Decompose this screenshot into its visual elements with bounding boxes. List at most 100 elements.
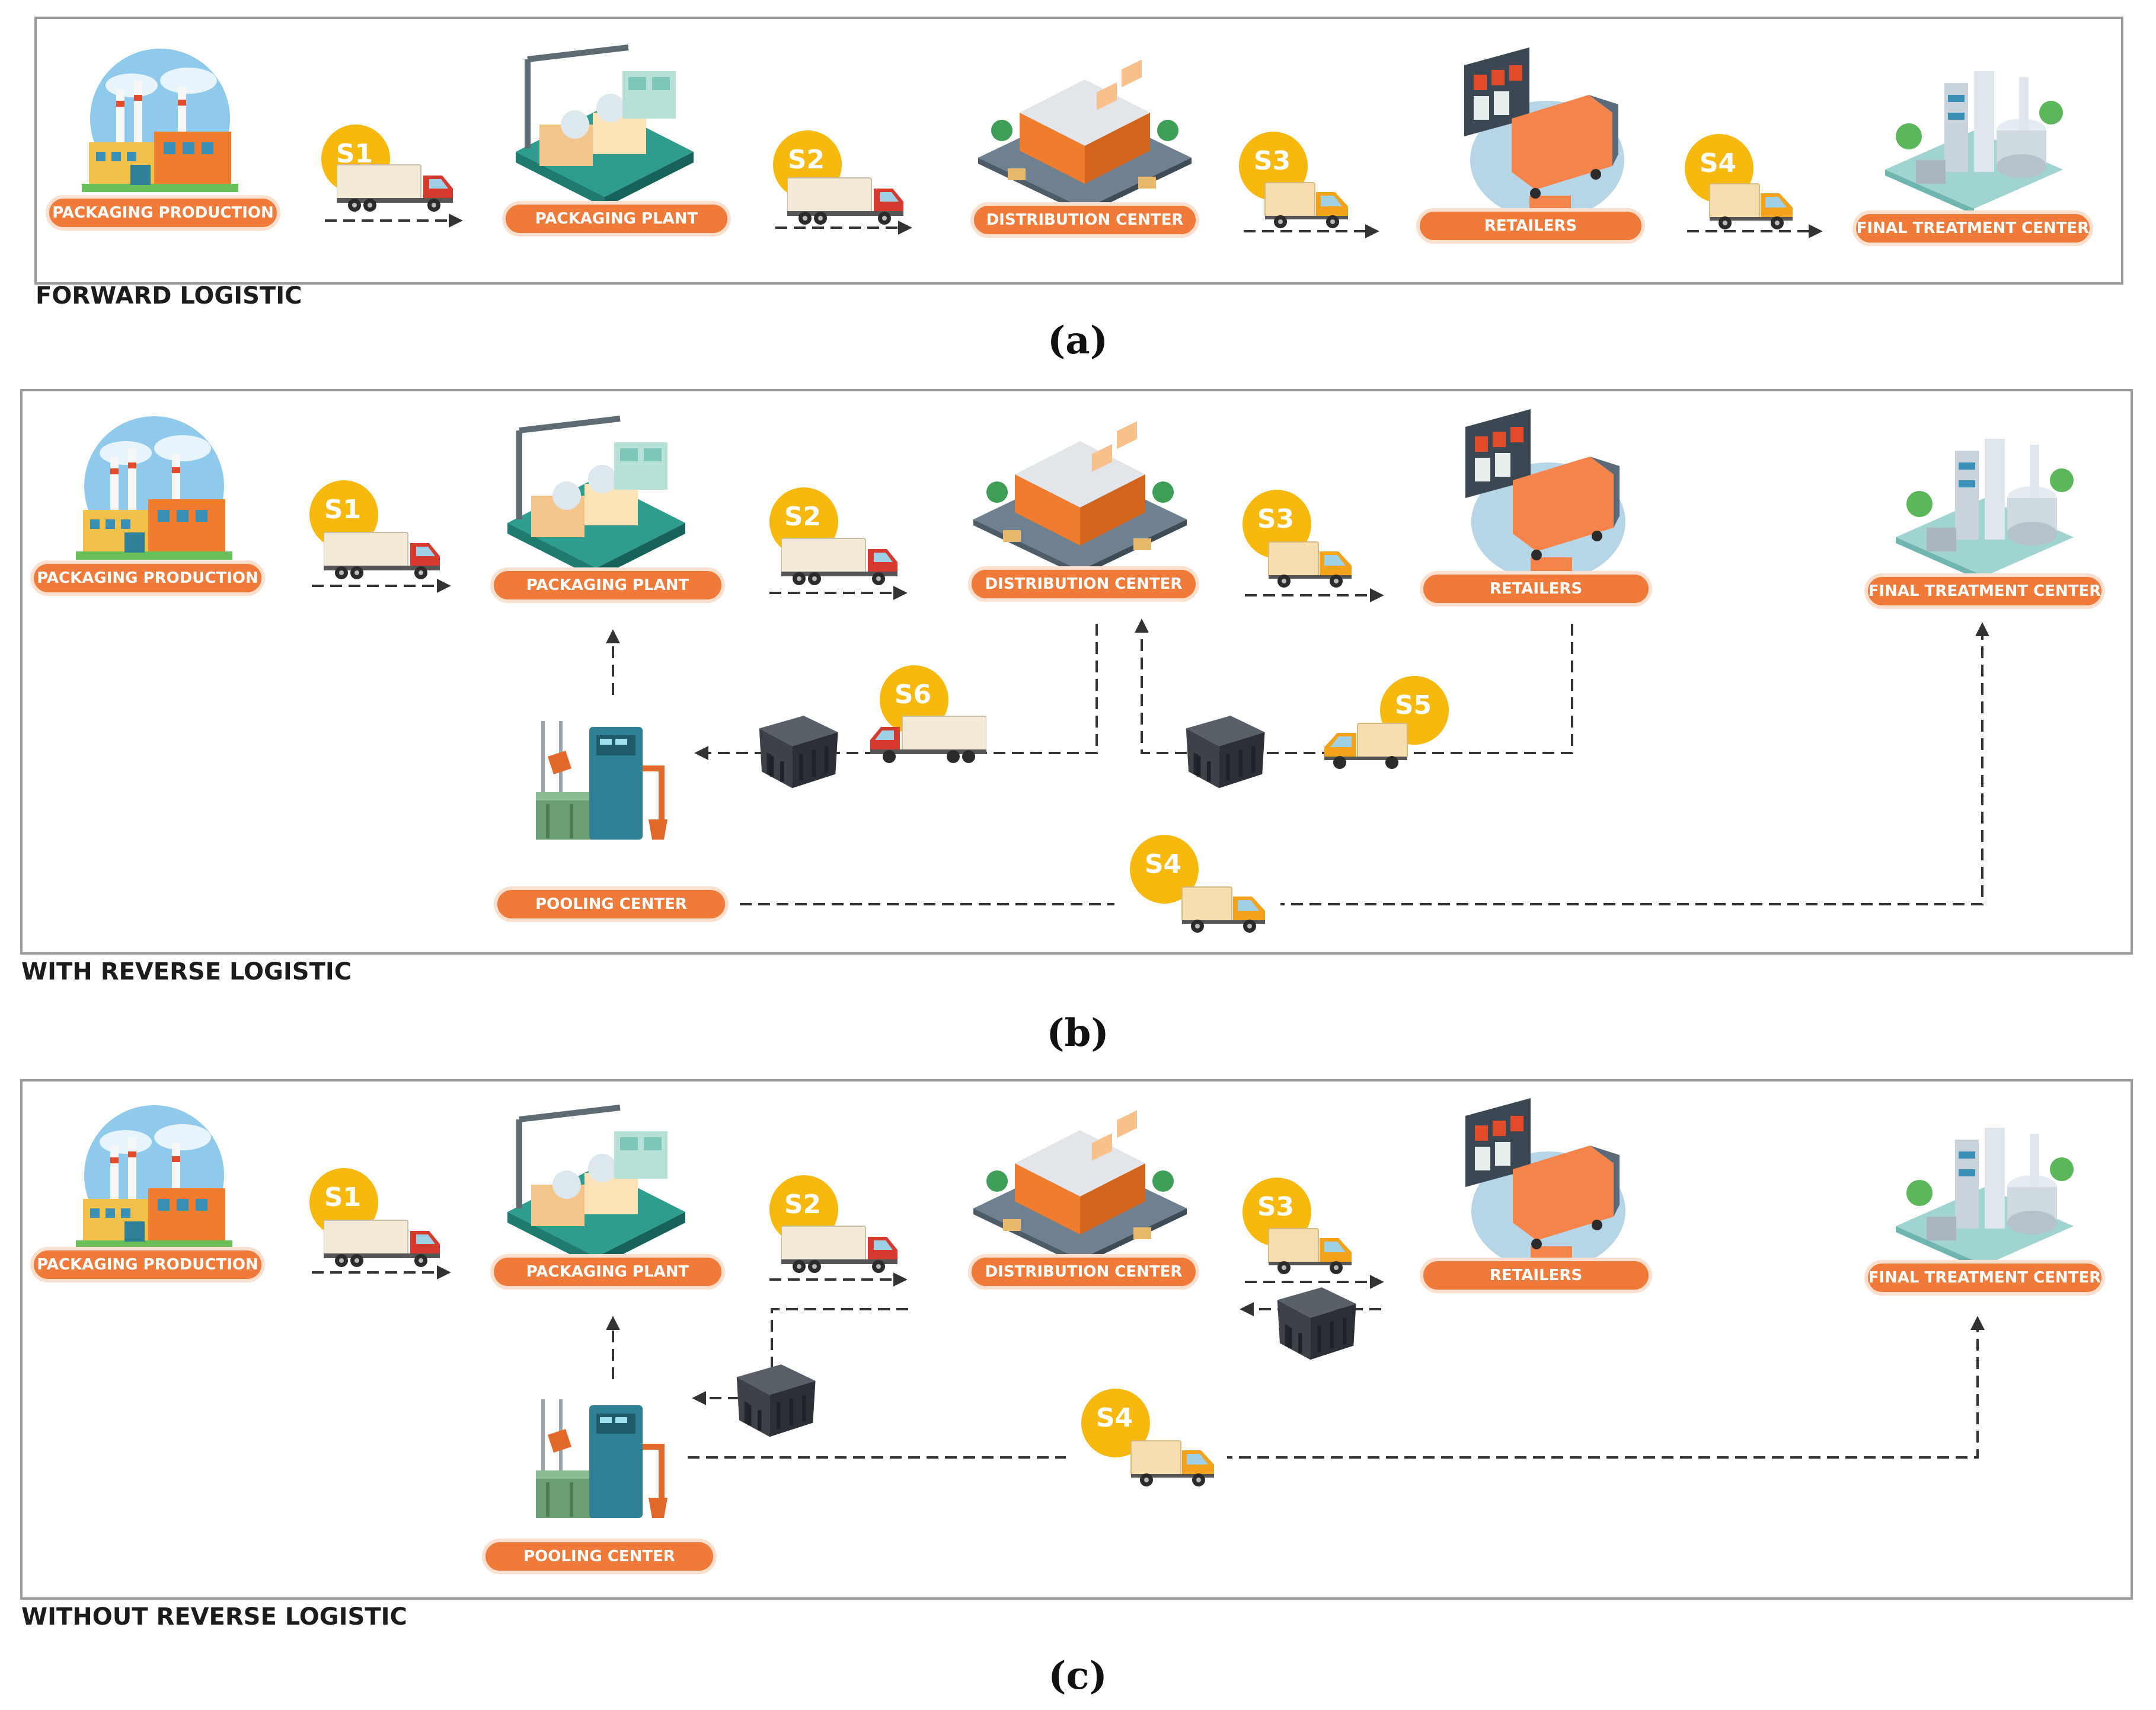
store-icon [1464,47,1624,219]
node-distribution-center: DISTRIBUTION CENTER [970,59,1199,238]
shipment-label: S3 [1257,504,1294,534]
node-label: FINAL TREATMENT CENTER [1868,1269,2101,1287]
node-distribution-center: DISTRIBUTION CENTER [968,1110,1199,1290]
factory-icon [76,416,232,560]
shipment-s2: S2 [769,487,908,600]
treatment-plant-icon [1896,439,2074,582]
shipment-label: S4 [1700,148,1736,178]
truck-icon [1709,183,1793,230]
section-title: WITH REVERSE LOGISTIC [21,958,352,985]
flow-arrow [692,1308,908,1405]
truck-icon [781,538,898,586]
warehouse-icon [973,421,1187,576]
node-final-treatment-center: FINAL TREATMENT CENTER [1864,439,2105,609]
shipment-s5: S5 [1135,618,1573,788]
crate-icon [759,716,838,788]
node-label: RETAILERS [1484,217,1577,235]
shipment-label: S6 [895,679,931,710]
flow-arrow [1135,618,1573,754]
label-pill [482,1539,717,1574]
node-label: DISTRIBUTION CENTER [985,1263,1183,1281]
truck-icon [324,532,440,580]
node-label: PACKAGING PLANT [526,1263,689,1281]
shipment-label: S1 [324,495,361,525]
node-label: PACKAGING PRODUCTION [37,1256,258,1274]
panel-caption: (b) [1046,1011,1109,1055]
crate-return-retail-to-dc [1240,1287,1381,1360]
node-retailers: RETAILERS [1420,1098,1652,1293]
node-pooling-center: POOLING CENTER [494,721,729,922]
label-pill [30,560,265,596]
shipment-s2: S2 [773,130,912,235]
label-pill [970,202,1199,238]
truck-icon [1264,182,1349,229]
shipment-s4: S4 [740,622,1989,937]
shipment-label: S2 [784,502,821,532]
label-pill [494,886,729,922]
shipment-s2: S2 [769,1175,908,1287]
truck-icon [324,1220,440,1268]
truck-icon [1324,723,1408,770]
panel-c: PACKAGING PRODUCTION S1 PACKAGING PLANT … [20,1079,2133,1698]
plant-icon [507,419,685,579]
flow-arrow [740,622,1989,905]
shipment-s4: S4 [1685,134,1823,238]
node-label: PACKAGING PRODUCTION [52,204,274,222]
shipment-label: S4 [1145,849,1181,879]
store-icon [1465,1098,1625,1270]
shipment-label: S1 [324,1182,361,1213]
shipment-label: S4 [1096,1403,1133,1433]
label-pill [1852,210,2093,246]
shipment-s3: S3 [1243,490,1384,602]
shipment-s1: S1 [321,125,463,228]
shipment-s6: S6 [694,624,1098,788]
machine-icon [536,1399,667,1518]
node-label: DISTRIBUTION CENTER [985,575,1183,593]
node-label: FINAL TREATMENT CENTER [1857,219,2090,237]
shipment-s4: S4 [688,1316,1985,1491]
store-icon [1465,409,1625,581]
node-retailers: RETAILERS [1416,47,1645,244]
warehouse-icon [978,59,1192,215]
label-pill [1864,1260,2105,1296]
node-label: PACKAGING PLANT [526,576,689,594]
section-title: WITHOUT REVERSE LOGISTIC [21,1603,407,1631]
node-packaging-plant: PACKAGING PLANT [490,419,725,603]
panel-a: PACKAGING PRODUCTION S1 PACKAGING PLANT … [34,17,2123,363]
machine-icon [536,721,667,840]
node-packaging-plant: PACKAGING PLANT [490,1108,725,1290]
node-label: POOLING CENTER [535,895,687,913]
shipment-label: S3 [1257,1192,1294,1222]
truck-icon [337,164,453,212]
shipment-label: S3 [1254,146,1291,176]
shipment-label: S2 [784,1189,821,1220]
node-label: FINAL TREATMENT CENTER [1868,582,2101,600]
crate-icon [1186,716,1265,788]
label-pill [490,567,725,603]
label-pill [46,195,280,231]
treatment-plant-icon [1896,1128,2074,1271]
node-label: RETAILERS [1490,580,1582,598]
node-label: POOLING CENTER [523,1548,675,1565]
plant-icon [516,47,694,208]
panel-b-frame [20,389,2133,955]
treatment-plant-icon [1885,71,2063,215]
node-distribution-center: DISTRIBUTION CENTER [968,421,1199,602]
section-title: FORWARD LOGISTIC [36,282,302,310]
node-retailers: RETAILERS [1420,409,1652,607]
panel-c-frame [20,1079,2133,1600]
truck-icon [1268,1228,1352,1275]
crate-icon [1277,1287,1356,1360]
panel-a-frame [34,17,2123,285]
label-pill [490,1254,725,1290]
truck-icon [781,1226,898,1274]
node-label: PACKAGING PLANT [535,210,698,228]
node-packaging-plant: PACKAGING PLANT [502,47,731,237]
truck-icon [1268,541,1352,588]
shipment-label: S2 [788,145,825,175]
node-packaging-production: PACKAGING PRODUCTION [30,416,265,596]
label-pill [30,1247,265,1282]
label-pill [1416,208,1645,244]
label-pill [502,201,731,237]
